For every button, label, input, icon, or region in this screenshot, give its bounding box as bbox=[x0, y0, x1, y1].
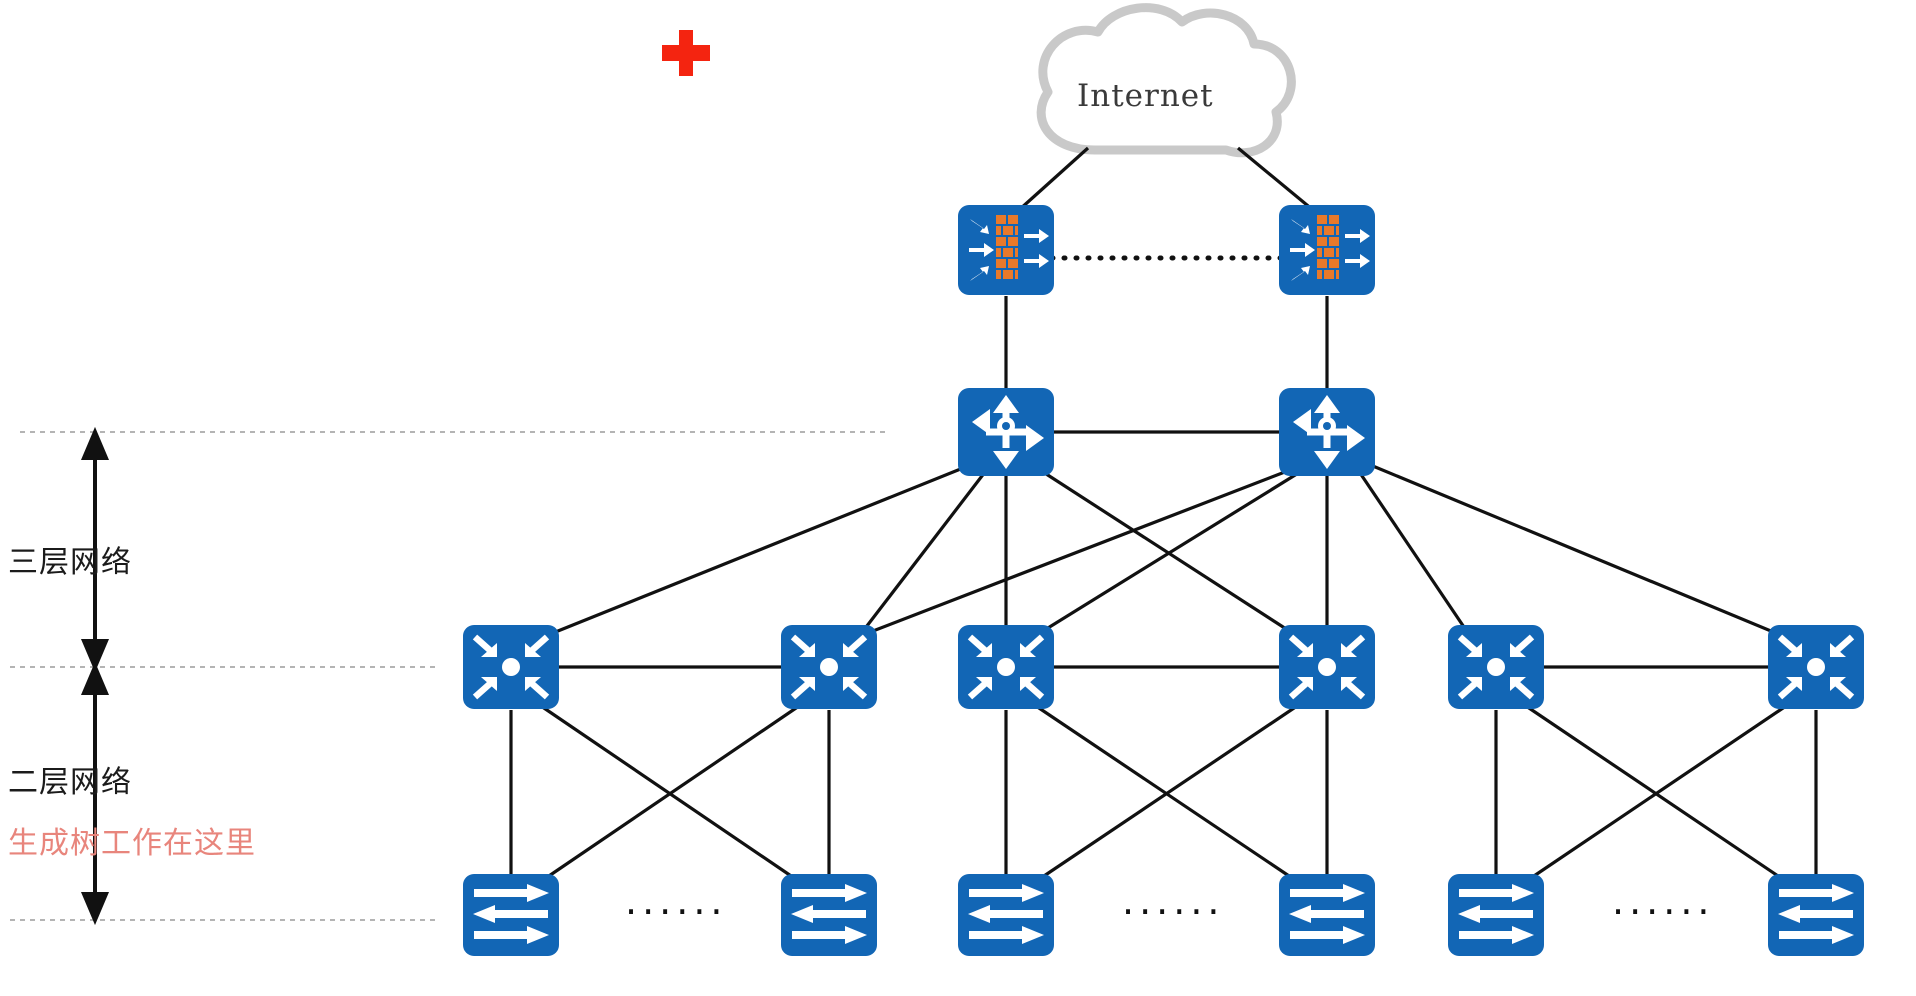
l3-span-arrow-down bbox=[80, 639, 110, 673]
spanning-tree-note-label: 生成树工作在这里 bbox=[8, 826, 256, 861]
layer2-network-label: 二层网络 bbox=[8, 765, 132, 800]
solid-links bbox=[509, 146, 1818, 882]
ellipsis-pod-3: ······ bbox=[1612, 890, 1715, 934]
firewall-right[interactable] bbox=[1277, 203, 1377, 302]
l2-span-arrow-up bbox=[80, 661, 110, 695]
link-r2-s3 bbox=[1034, 470, 1301, 638]
link-r2-s6 bbox=[1367, 462, 1784, 638]
ellipsis-pod-1: ······ bbox=[625, 890, 728, 934]
internet-cloud-shape bbox=[1036, 3, 1296, 158]
link-s2-a1 bbox=[542, 704, 800, 882]
link-r1-s2 bbox=[858, 471, 987, 636]
access-switch-3[interactable] bbox=[956, 872, 1056, 963]
link-r2-s5 bbox=[1356, 469, 1472, 637]
internet-cloud-label: Internet bbox=[1077, 78, 1214, 114]
link-r1-s1 bbox=[547, 464, 969, 637]
access-switch-1[interactable] bbox=[461, 872, 561, 963]
layer3-network-label: 三层网络 bbox=[8, 545, 132, 580]
l3-span-arrow-up bbox=[80, 426, 110, 460]
firewall-left[interactable] bbox=[956, 203, 1056, 302]
link-cloud-fw2 bbox=[1236, 146, 1315, 212]
l3-switch-2[interactable] bbox=[779, 623, 879, 716]
l3-switch-1[interactable] bbox=[461, 623, 561, 716]
core-router-right[interactable] bbox=[1277, 386, 1377, 483]
link-s6-a5 bbox=[1527, 704, 1787, 882]
ellipsis-pod-2: ······ bbox=[1122, 890, 1225, 934]
l3-switch-6[interactable] bbox=[1766, 623, 1866, 716]
access-switch-5[interactable] bbox=[1446, 872, 1546, 963]
access-switch-6[interactable] bbox=[1766, 872, 1866, 963]
access-switch-4[interactable] bbox=[1277, 872, 1377, 963]
access-switch-2[interactable] bbox=[779, 872, 879, 963]
red-plus-marker bbox=[660, 28, 712, 78]
l2-span-arrow-down bbox=[80, 892, 110, 926]
link-cloud-fw1 bbox=[1017, 146, 1090, 212]
core-router-left[interactable] bbox=[956, 386, 1056, 483]
l3-switch-4[interactable] bbox=[1277, 623, 1377, 716]
l3-switch-3[interactable] bbox=[956, 623, 1056, 716]
layer-divider-lines bbox=[10, 431, 890, 921]
link-s4-a3 bbox=[1037, 704, 1298, 882]
l3-switch-5[interactable] bbox=[1446, 623, 1546, 716]
link-r2-s2 bbox=[859, 468, 1291, 638]
layer-span-arrows bbox=[80, 426, 110, 926]
